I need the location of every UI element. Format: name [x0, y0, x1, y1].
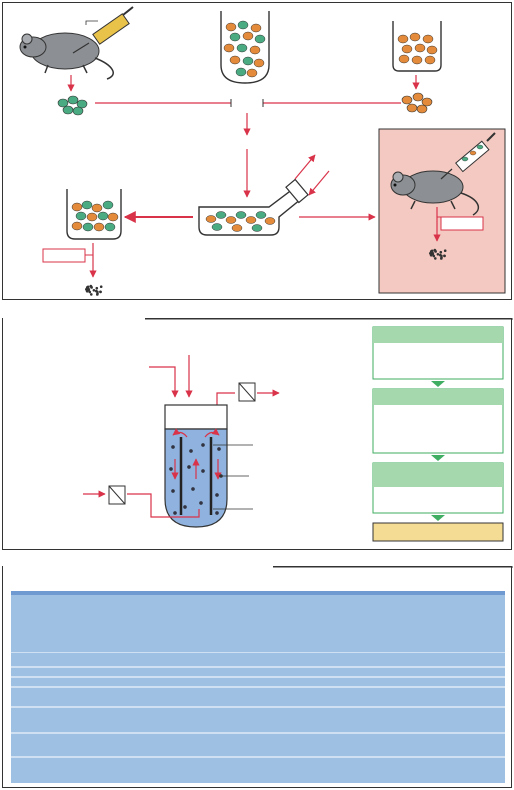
suspended-cell: [201, 443, 205, 447]
hybridoma-beaker-icon: [66, 189, 122, 240]
inlet-line-1: [149, 366, 179, 398]
myeloma-beaker-icon: [392, 21, 442, 72]
arrow-flask-in: [308, 170, 330, 196]
ascites-mouse-icon: [390, 170, 480, 216]
panel-b-canvas: [3, 318, 513, 542]
suspended-cell: [173, 511, 177, 515]
panel-a-canvas: [19, 6, 506, 296]
antibody-dot: [99, 285, 103, 289]
culture-flask-icon: [198, 178, 309, 236]
arrow-flask-out: [294, 154, 316, 180]
antibody-dot: [88, 290, 92, 294]
antibody-dot: [95, 286, 99, 290]
antibody-dot: [90, 293, 93, 296]
panel-c-table: [2, 566, 513, 788]
circulation-arrows: [171, 428, 222, 480]
antibody-dot: [89, 284, 93, 288]
suspended-cell: [171, 445, 175, 449]
antibody-dot: [99, 290, 102, 294]
suspended-cell: [191, 487, 195, 491]
fermenter-cells: [169, 443, 221, 515]
table-top-rule: [11, 591, 505, 595]
label-box-right: [440, 216, 484, 231]
panel-b-fermenter-schematic: [2, 318, 513, 550]
suspended-cell: [183, 505, 187, 509]
panel-a-hybridoma-schematic: [2, 2, 512, 300]
myeloma-cells-cluster: [401, 92, 433, 114]
suspended-cell: [189, 449, 193, 453]
suspended-cell: [215, 493, 219, 497]
antibody-dot: [430, 250, 434, 254]
suspended-cell: [187, 465, 191, 469]
antibody-dot: [434, 257, 437, 260]
antibody-dot: [92, 289, 96, 292]
antibody-dots-left: [85, 284, 103, 296]
suspended-cell: [201, 469, 205, 473]
antibody-dot: [443, 254, 446, 258]
ascites-panel-background: [378, 128, 506, 294]
antibody-dot: [87, 288, 91, 292]
antibody-dot: [433, 248, 437, 252]
label-box-left: [42, 248, 86, 263]
suspended-cell: [171, 489, 175, 493]
antibody-dot: [439, 250, 443, 254]
antibody-dot: [432, 254, 436, 258]
suspended-cell: [199, 501, 203, 505]
spleen-cells-cluster: [57, 95, 88, 116]
antibody-dot: [443, 249, 447, 252]
process-flowchart: [372, 326, 504, 542]
air-feed-line: [127, 493, 200, 518]
antibody-dot: [440, 256, 443, 259]
antibody-dot: [436, 253, 440, 256]
suspended-cell: [169, 467, 173, 471]
antibody-dot: [431, 252, 435, 256]
table-body: [11, 595, 505, 783]
antibody-dot: [96, 292, 99, 295]
panel-c-canvas: [3, 566, 513, 783]
hybridoma-syringe-icon: [440, 132, 496, 180]
exhaust-line: [216, 392, 235, 405]
suspended-cell: [215, 511, 219, 515]
fusion-tube-icon: [220, 11, 270, 84]
antigen-syringe-icon: [72, 6, 134, 54]
immunized-mouse-icon: [19, 32, 114, 80]
antibody-dot: [86, 286, 90, 290]
antibody-dots-right: [429, 248, 447, 260]
suspended-cell: [217, 447, 221, 451]
